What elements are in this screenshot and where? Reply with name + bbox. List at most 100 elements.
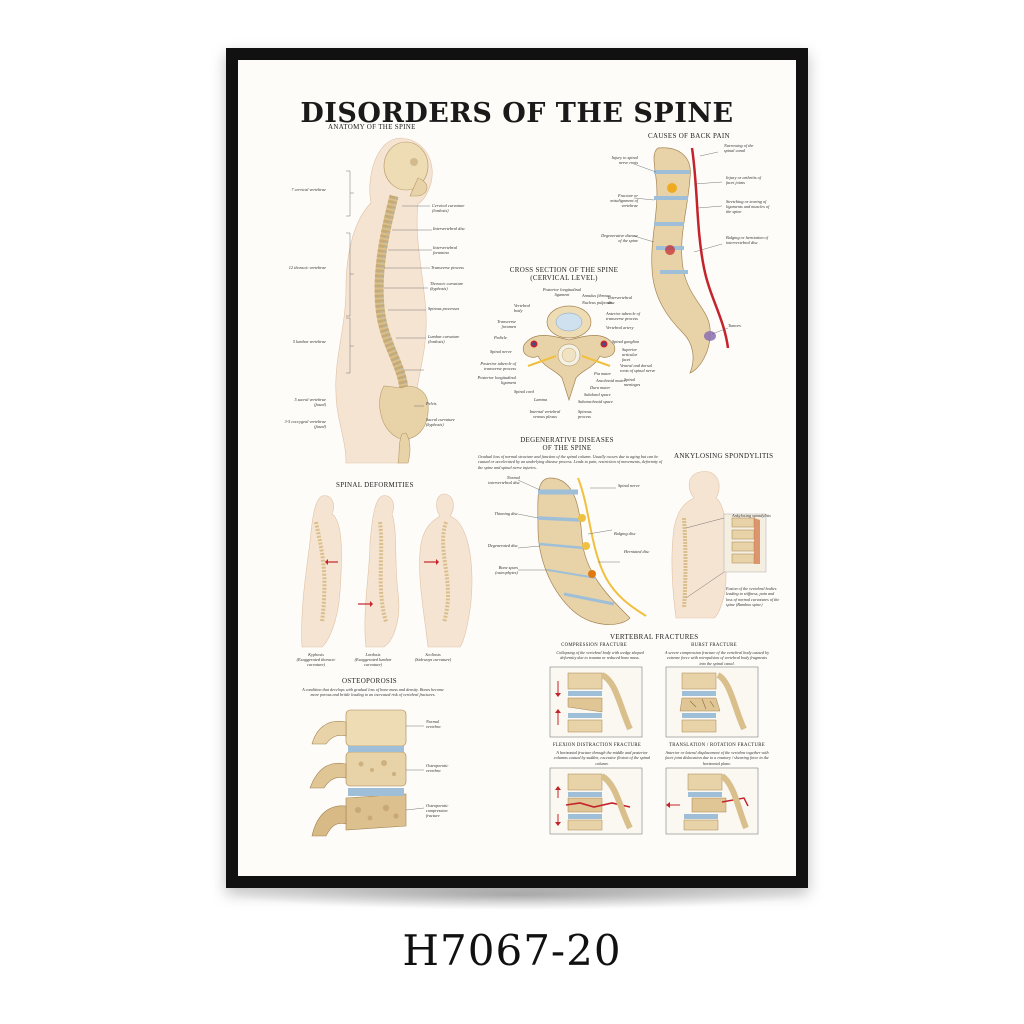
section-anatomy-title: ANATOMY OF THE SPINE <box>328 123 416 131</box>
deformity-caption-scoliosis: Scoliosis(Sideways curvature) <box>410 652 456 663</box>
section-degenerative-title-1: DEGENERATIVE DISEASES <box>520 436 614 444</box>
anatomy-label-thoracic-curve: Thoracic curvature (kyphosis) <box>430 281 464 291</box>
deformity-caption-lordosis: Lordosis(Exaggerated lumbar curvature) <box>348 652 398 668</box>
section-deformities-title: SPINAL DEFORMITIES <box>336 481 414 489</box>
osteoporosis-label-compression: Osteoporotic compression fracture <box>426 803 449 818</box>
anatomy-label-cervical-curve: Cervical curvature (lordosis) <box>432 203 465 213</box>
flexion-fracture-description: A horizontal fracture through the middle… <box>553 750 651 766</box>
cross-label-meninges: Spinal meninges <box>624 377 641 387</box>
anatomy-label-thoracic: 12 thoracic vertebrae <box>288 265 326 270</box>
cross-label-subarachnoid: Subarachnoid space <box>578 399 613 404</box>
section-cross-title-2: (CERVICAL LEVEL) <box>530 274 598 282</box>
flexion-fracture-title: FLEXION DISTRACTION FRACTURE <box>552 743 642 748</box>
causes-label-herniation: Bulging or herniation of intervertebral … <box>726 235 768 245</box>
poster-title: DISORDERS OF THE SPINE <box>300 98 734 129</box>
anatomy-spine-illustration <box>335 137 433 464</box>
cross-label-anterior-tubercle: Anterior tubercle of transverse process <box>606 311 640 321</box>
osteoporosis-illustration <box>309 709 425 837</box>
translation-fracture-illustration <box>665 767 759 835</box>
scoliosis-figure <box>419 493 473 648</box>
anatomy-label-sacral: 5 sacral vertebrae (fused) <box>294 397 326 407</box>
degenerative-label-spurs: Bone spurs (osteophytes) <box>495 565 518 575</box>
cross-label-pedicle: Pedicle <box>494 335 507 340</box>
cross-label-posterior-ligament: Posterior longitudinal ligament <box>477 375 516 385</box>
cross-label-lamina: Lamina <box>534 397 548 402</box>
cross-label-superior-facet: Superior articular facet <box>622 347 638 362</box>
cross-label-spinous: Spinous process <box>578 409 592 419</box>
poster: DISORDERS OF THE SPINE ANATOMY OF THE SP… <box>238 60 796 876</box>
causes-label-fracture: Fracture or misalignment of vertebrae <box>610 193 638 208</box>
degenerative-description: Gradual loss of normal structure and fun… <box>478 454 663 470</box>
anatomy-label-lumbar: 5 lumbar vertebrae <box>292 339 326 344</box>
degenerative-label-herniated: Herniated disc <box>624 549 650 554</box>
burst-fracture-description: A severe compression fracture of the ver… <box>664 650 770 666</box>
cross-section-illustration <box>522 305 616 402</box>
cross-label-subdural: Subdural space <box>584 392 611 397</box>
deformity-caption-kyphosis: Kyphosis(Exaggerated thoracic curvature) <box>294 652 338 668</box>
cross-label-disc: Intervertebral disc <box>608 295 633 305</box>
anatomy-label-lumbar-curve: Lumbar curvature (lordosis) <box>428 334 460 344</box>
poster-frame: DISORDERS OF THE SPINE ANATOMY OF THE SP… <box>226 48 808 888</box>
cross-label-posterior-tubercle: Posterior tubercle of transverse process <box>480 361 516 371</box>
flexion-fracture-illustration <box>549 767 643 835</box>
translation-fracture-title: TRANSLATION / ROTATION FRACTURE <box>669 743 765 748</box>
scoliosis-note: (Sideways curvature) <box>414 656 452 662</box>
compression-fracture-title: COMPRESSION FRACTURE <box>561 643 627 648</box>
kyphosis-name: Kyphosis <box>308 652 324 657</box>
causes-label-narrowing: Narrowing of the spinal canal <box>724 143 754 153</box>
osteoporosis-description: A condition that develops with gradual l… <box>302 687 444 698</box>
cross-label-nucleus: Nucleus pulposus <box>582 300 613 305</box>
causes-label-tumors: Tumors <box>728 323 741 328</box>
degenerative-label-bulging: Bulging disc <box>614 531 636 536</box>
causes-label-facet: Injury or arthritis of facet joints <box>726 175 761 185</box>
cross-label-dura: Dura mater <box>590 385 611 390</box>
burst-fracture-illustration <box>665 666 759 738</box>
anatomy-label-pelvis: Pelvis <box>426 401 437 406</box>
section-ankylosing-title: ANKYLOSING SPONDYLITIS <box>674 452 774 460</box>
section-degenerative-title-2: OF THE SPINE <box>542 444 592 452</box>
anatomy-label-cervical: 7 cervical vertebrae <box>291 187 326 192</box>
kyphosis-note: (Exaggerated thoracic curvature) <box>296 656 336 667</box>
product-code: H7067-20 <box>402 926 622 975</box>
cross-label-annulus: Annulus fibrosus <box>582 293 611 298</box>
degenerative-spine-illustration <box>517 477 647 625</box>
cross-label-pia: Pia mater <box>594 371 612 376</box>
cross-label-spinal-cord: Spinal cord <box>514 389 534 394</box>
ankylosing-description: Fusion of the vertebral bodies leading t… <box>726 586 780 607</box>
cross-label-vertebral-body: Vertebral body <box>514 303 530 313</box>
section-causes-title: CAUSES OF BACK PAIN <box>648 132 730 140</box>
cross-label-venous-plexus: Internal vertebral venous plexus <box>529 409 561 419</box>
anatomy-label-transverse: Transverse process <box>431 265 464 270</box>
scoliosis-name: Scoliosis <box>425 652 441 657</box>
cross-label-vertebral-artery: Vertebral artery <box>606 325 634 330</box>
anatomy-label-disc: Intervertebral disc <box>433 226 466 231</box>
causes-label-degenerative: Degenerative disease of the spine <box>601 233 638 243</box>
ankylosing-illustration <box>671 471 767 619</box>
degenerative-label-normal-disc: Normal intervertebral disc <box>488 475 520 485</box>
lordosis-note: (Exaggerated lumbar curvature) <box>354 656 392 667</box>
osteoporosis-label-normal: Normal vertebra <box>426 719 441 729</box>
cross-label-transverse-foramen: Transverse foramen <box>497 319 516 329</box>
cross-label-post-long-ligament-top: Posterior longitudinal ligament <box>542 287 582 297</box>
lordosis-figure <box>358 495 400 648</box>
degenerative-label-degenerated: Degenerated disc <box>487 543 518 548</box>
ankylosing-label: Ankylosing spondylitis <box>732 513 771 518</box>
lordosis-name: Lordosis <box>365 652 381 657</box>
cross-label-arachnoid: Arachnoid mater <box>596 378 626 383</box>
translation-fracture-description: Anterior or lateral displacement of the … <box>665 750 769 766</box>
kyphosis-figure <box>301 495 342 648</box>
deformities-illustration <box>301 493 473 648</box>
cross-label-spinal-ganglion: Spinal ganglion <box>612 339 640 344</box>
section-osteoporosis-title: OSTEOPOROSIS <box>342 677 397 685</box>
back-pain-spine-illustration <box>633 147 730 374</box>
anatomy-label-spinous: Spinous processes <box>428 306 460 311</box>
compression-fracture-description: Collapsing of the vertebral body with we… <box>556 650 644 661</box>
osteoporosis-label-osteoporotic: Osteoporotic vertebra <box>426 763 449 773</box>
degenerative-label-thinning: Thinning disc <box>494 511 518 516</box>
degenerative-label-spinal-nerve: Spinal nerve <box>618 483 640 488</box>
burst-fracture-title: BURST FRACTURE <box>691 643 737 648</box>
compression-fracture-illustration <box>549 666 643 738</box>
causes-label-nerve-roots: Injury to spinal nerve roots <box>611 155 639 165</box>
anatomy-label-coccygeal: 3-5 coccygeal vertebrae (fused) <box>284 419 326 429</box>
cross-label-roots: Ventral and dorsal roots of spinal nerve <box>620 363 656 373</box>
